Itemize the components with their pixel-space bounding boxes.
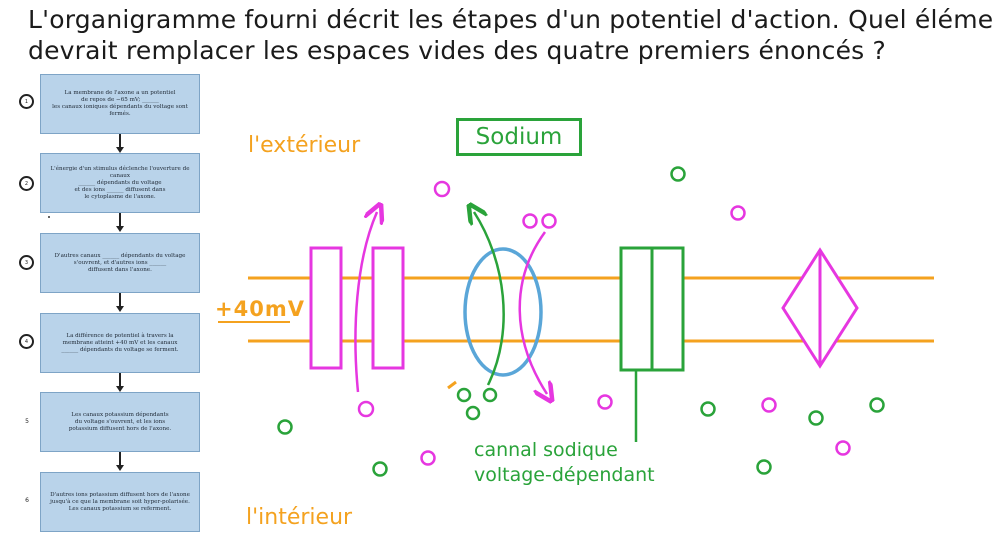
ion	[372, 461, 388, 477]
ion	[482, 387, 498, 403]
channel-left-bar	[309, 246, 343, 370]
flow-arrow	[119, 452, 121, 466]
ion	[730, 205, 746, 221]
channel-label: cannal sodique voltage-dépendant	[474, 438, 684, 488]
flow-arrow	[119, 134, 121, 148]
sodium-flow-arrow	[474, 212, 505, 386]
flow-step-3: D'autres canaux ______ dépendants du vol…	[40, 233, 200, 293]
sodium-channel-left	[619, 246, 654, 372]
question-line-2: devrait remplacer les espaces vides des …	[28, 36, 886, 65]
step-number-circle: 3	[19, 255, 34, 270]
ion	[761, 397, 777, 413]
flow-step-5: Les canaux potassium dépendants du volta…	[40, 392, 200, 452]
blue-channel	[463, 247, 543, 377]
flow-arrow	[119, 213, 121, 227]
flow-arrow	[119, 293, 121, 307]
arrow-down-icon	[116, 386, 124, 392]
ion	[700, 401, 716, 417]
ion	[835, 440, 851, 456]
outside-label: l'extérieur	[248, 133, 361, 158]
arrow-down-icon	[116, 306, 124, 312]
ion	[433, 180, 451, 198]
ion	[456, 387, 472, 403]
ion	[465, 405, 481, 421]
inside-label: l'intérieur	[246, 505, 353, 530]
channel-right-bar	[371, 246, 405, 370]
flow-step-6: D'autres ions potassium diffusent hors d…	[40, 472, 200, 532]
ion	[522, 213, 538, 229]
orange-mark	[447, 380, 457, 390]
arrow-down-icon	[116, 147, 124, 153]
ion	[670, 166, 686, 182]
ion	[357, 400, 375, 418]
ion	[277, 419, 293, 435]
voltage-label: +40mV	[215, 297, 305, 321]
step-number: 5	[25, 418, 29, 425]
arrow-down-icon	[116, 226, 124, 232]
sodium-channel-right	[650, 246, 685, 372]
channel-label-line-2: voltage-dépendant	[474, 464, 655, 486]
ion	[756, 459, 772, 475]
arrow-down-icon	[116, 465, 124, 471]
ion	[869, 397, 885, 413]
ion-flow-arrow	[354, 212, 377, 393]
ion-outflow-arrow	[518, 231, 547, 394]
ion	[541, 213, 557, 229]
ion	[420, 450, 436, 466]
sodium-label: Sodium	[456, 118, 582, 156]
sodium-label-text: Sodium	[475, 124, 563, 150]
flow-arrow	[119, 373, 121, 387]
step-number: 6	[25, 497, 29, 504]
stray-mark	[48, 216, 50, 218]
channel-label-line-1: cannal sodique	[474, 439, 618, 461]
step-number-circle: 2	[19, 176, 34, 191]
flow-step-2: L'énergie d'un stimulus déclenche l'ouve…	[40, 153, 200, 213]
question-text: L'organigramme fourni décrit les étapes …	[28, 4, 992, 66]
question-line-1: L'organigramme fourni décrit les étapes …	[28, 5, 992, 34]
flow-step-4: La différence de potentiel à travers la …	[40, 313, 200, 373]
ion	[808, 410, 824, 426]
step-number-circle: 1	[19, 94, 34, 109]
flow-step-1: La membrane de l'axone a un potentiel de…	[40, 74, 200, 134]
step-number-circle: 4	[19, 334, 34, 349]
ion	[597, 394, 613, 410]
